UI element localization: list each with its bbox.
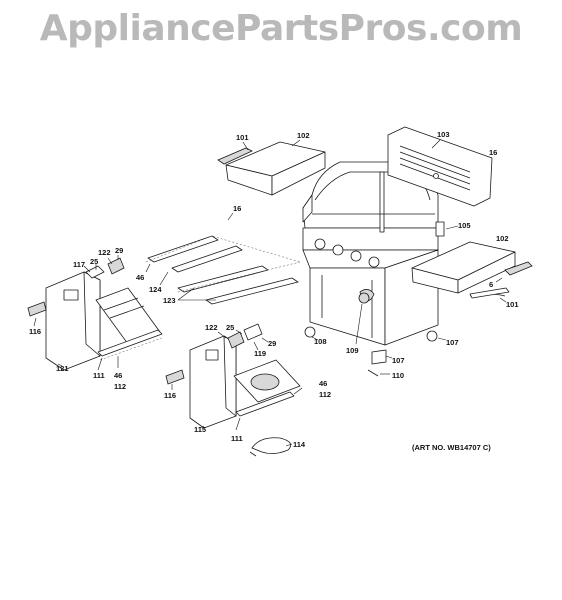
callout-109: 109 — [346, 346, 359, 355]
callout-102-right: 102 — [496, 234, 509, 243]
callout-29-left: 29 — [115, 246, 123, 255]
callout-114: 114 — [293, 440, 306, 449]
callout-111-lower: 111 — [231, 434, 243, 443]
callout-121: 121 — [56, 364, 69, 373]
callout-112-left: 112 — [114, 382, 126, 391]
callout-110: 110 — [392, 371, 404, 380]
callout-117: 117 — [73, 260, 85, 269]
wire-clip-part — [249, 437, 292, 457]
left-bottom-rail — [97, 329, 163, 361]
callout-108: 108 — [314, 337, 327, 346]
left-door-panel — [27, 257, 161, 371]
callout-112-right: 112 — [319, 390, 331, 399]
callout-124: 124 — [149, 285, 162, 294]
callout-122-mid: 122 — [205, 323, 218, 332]
callout-16-mid: 16 — [233, 204, 241, 213]
grill-cart-body — [302, 161, 445, 346]
back-panel — [387, 126, 493, 207]
callout-102-top: 102 — [297, 131, 310, 140]
callout-122-left: 122 — [98, 248, 111, 257]
support-rails — [145, 235, 301, 305]
callout-119: 119 — [254, 349, 266, 358]
art-number-label: (ART NO. WB14707 C) — [412, 443, 491, 452]
callout-107-mid: 107 — [392, 356, 405, 365]
callout-115: 115 — [194, 425, 206, 434]
callout-123: 123 — [163, 296, 176, 305]
callout-103: 103 — [437, 130, 450, 139]
callout-111-left: 111 — [93, 371, 105, 380]
callout-116-left: 116 — [29, 327, 41, 336]
callout-101-right: 101 — [506, 300, 519, 309]
callout-29-mid: 29 — [268, 339, 276, 348]
callout-107-right: 107 — [446, 338, 459, 347]
callout-labels: 101 102 103 16 16 105 102 6 101 107 107 … — [29, 130, 519, 449]
callout-105: 105 — [458, 221, 471, 230]
callout-116-lower: 116 — [164, 391, 176, 400]
caster-wheels — [304, 292, 438, 377]
right-side-shelf — [411, 241, 533, 299]
callout-46-right: 46 — [319, 379, 327, 388]
right-door-panel — [165, 323, 301, 429]
callout-25-mid: 25 — [226, 323, 234, 332]
callout-46-left: 46 — [114, 371, 122, 380]
callout-46-upper: 46 — [136, 273, 144, 282]
callout-6: 6 — [489, 280, 493, 289]
watermark-logo: AppliancePartsPros.com — [39, 8, 523, 49]
left-side-shelf — [217, 141, 326, 196]
callout-25-left: 25 — [90, 257, 98, 266]
callout-101-top: 101 — [236, 133, 249, 142]
callout-16-right: 16 — [489, 148, 497, 157]
